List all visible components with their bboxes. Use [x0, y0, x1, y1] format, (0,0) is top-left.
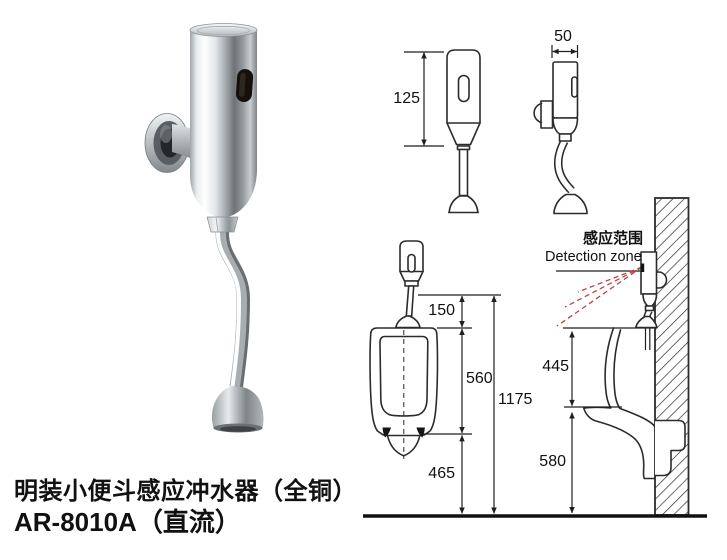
valve-body-outline: [640, 251, 658, 295]
valve-spout: [635, 315, 658, 329]
urinal-drain-spout: [386, 434, 421, 457]
sensor-window: [235, 69, 254, 103]
valve-connector: [644, 305, 655, 312]
side-view-drawing: [533, 45, 588, 215]
drain-arrow-left: [382, 427, 391, 438]
product-title: 明装小便斗感应冲水器（全铜）: [14, 478, 357, 505]
valve-body: [189, 23, 258, 219]
sensor-window-mark: [641, 263, 645, 272]
sensor-window-outline: [457, 74, 470, 103]
urinal-inner-rim: [379, 335, 429, 417]
dim-label-580: 580: [539, 453, 566, 470]
ext-line: [551, 45, 579, 58]
valve-connector: [558, 133, 572, 142]
bracket-plate: [540, 100, 554, 129]
sensor-window-outline: [570, 76, 578, 98]
valve-taper: [642, 293, 658, 307]
detection-zone-lines: [556, 266, 643, 327]
dim-label-50: 50: [554, 28, 572, 45]
outlet-pipe: [215, 230, 251, 388]
flush-pipe-lines: [644, 328, 651, 350]
outlet-spout: [211, 387, 264, 433]
drain-arrow-right: [416, 427, 425, 438]
detection-zone-label-cn: 感应范围: [583, 230, 644, 247]
sensor-window-outline: [407, 253, 416, 273]
valve-spout: [395, 315, 421, 329]
dim-label-445: 445: [542, 358, 569, 375]
urinal-side-profile: [583, 327, 656, 480]
valve-spout: [553, 193, 588, 215]
dim-label-125: 125: [393, 90, 420, 107]
valve-taper: [446, 122, 481, 146]
front-view-drawing: [404, 49, 481, 214]
drain-trap: [655, 419, 686, 477]
hex-nut: [206, 216, 239, 233]
dim-label-560: 560: [466, 370, 493, 387]
valve-taper: [552, 117, 579, 135]
side-install-drawing: [556, 197, 690, 516]
dim-label-465: 465: [428, 465, 455, 482]
urinal-side-inner: [613, 329, 656, 428]
front-install-drawing: [369, 240, 501, 514]
pipe-inner: [555, 139, 574, 193]
product-model: AR-8010A（直流）: [14, 507, 241, 537]
valve-spout: [448, 195, 479, 214]
bracket-ring: [533, 102, 543, 124]
detection-zone-label-en: Detection zone: [545, 249, 642, 265]
product-photo: [144, 23, 264, 433]
technical-drawings: [363, 45, 707, 518]
valve-pipe: [458, 148, 469, 197]
valve-taper: [399, 270, 424, 282]
dim-label-150: 150: [428, 302, 455, 319]
dim-label-1175: 1175: [498, 391, 533, 408]
valve-pipe: [405, 285, 415, 317]
